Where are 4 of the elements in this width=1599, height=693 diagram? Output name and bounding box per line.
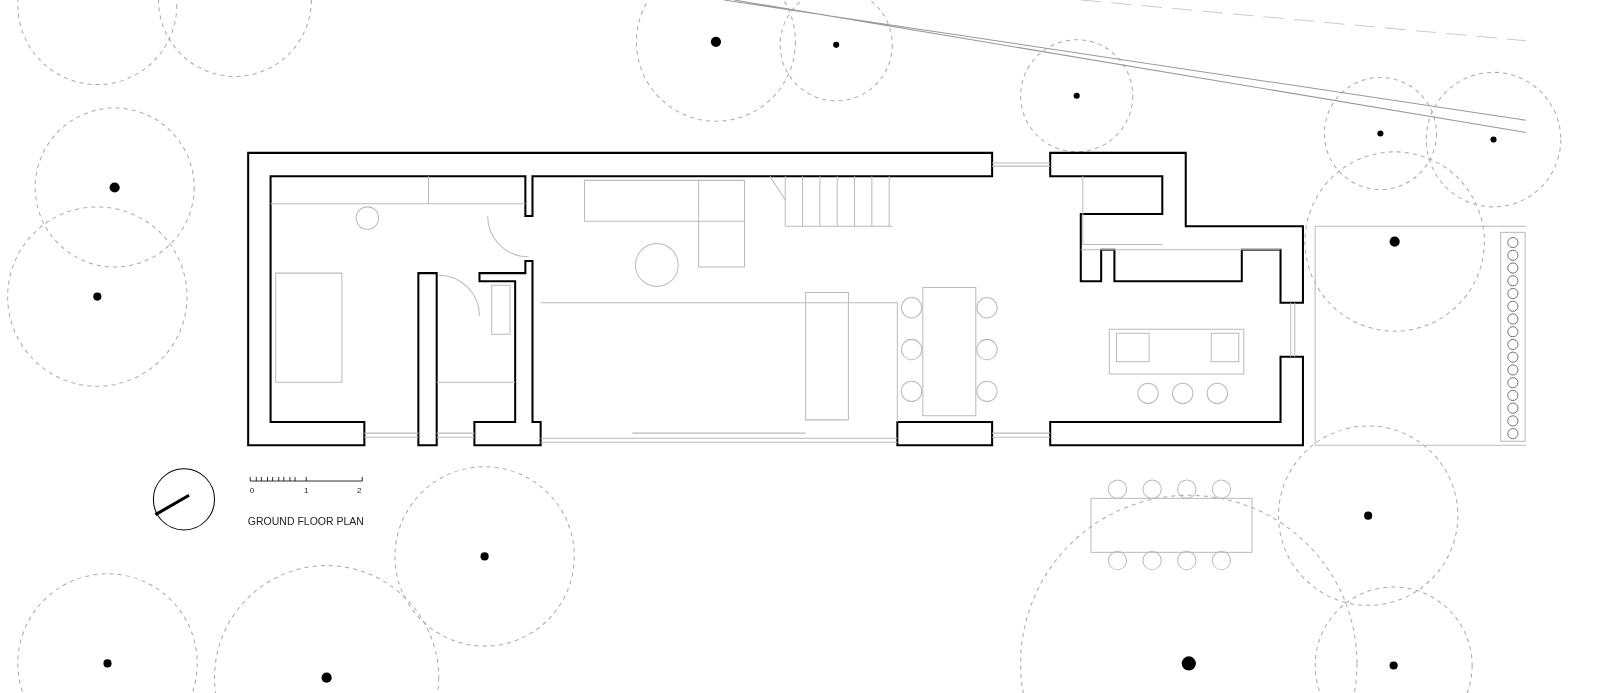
plan-title: GROUND FLOOR PLAN (247, 516, 364, 527)
scale-label: 2 (356, 487, 362, 496)
scale-label: 0 (249, 487, 255, 496)
scale-label: 1 (303, 487, 309, 496)
